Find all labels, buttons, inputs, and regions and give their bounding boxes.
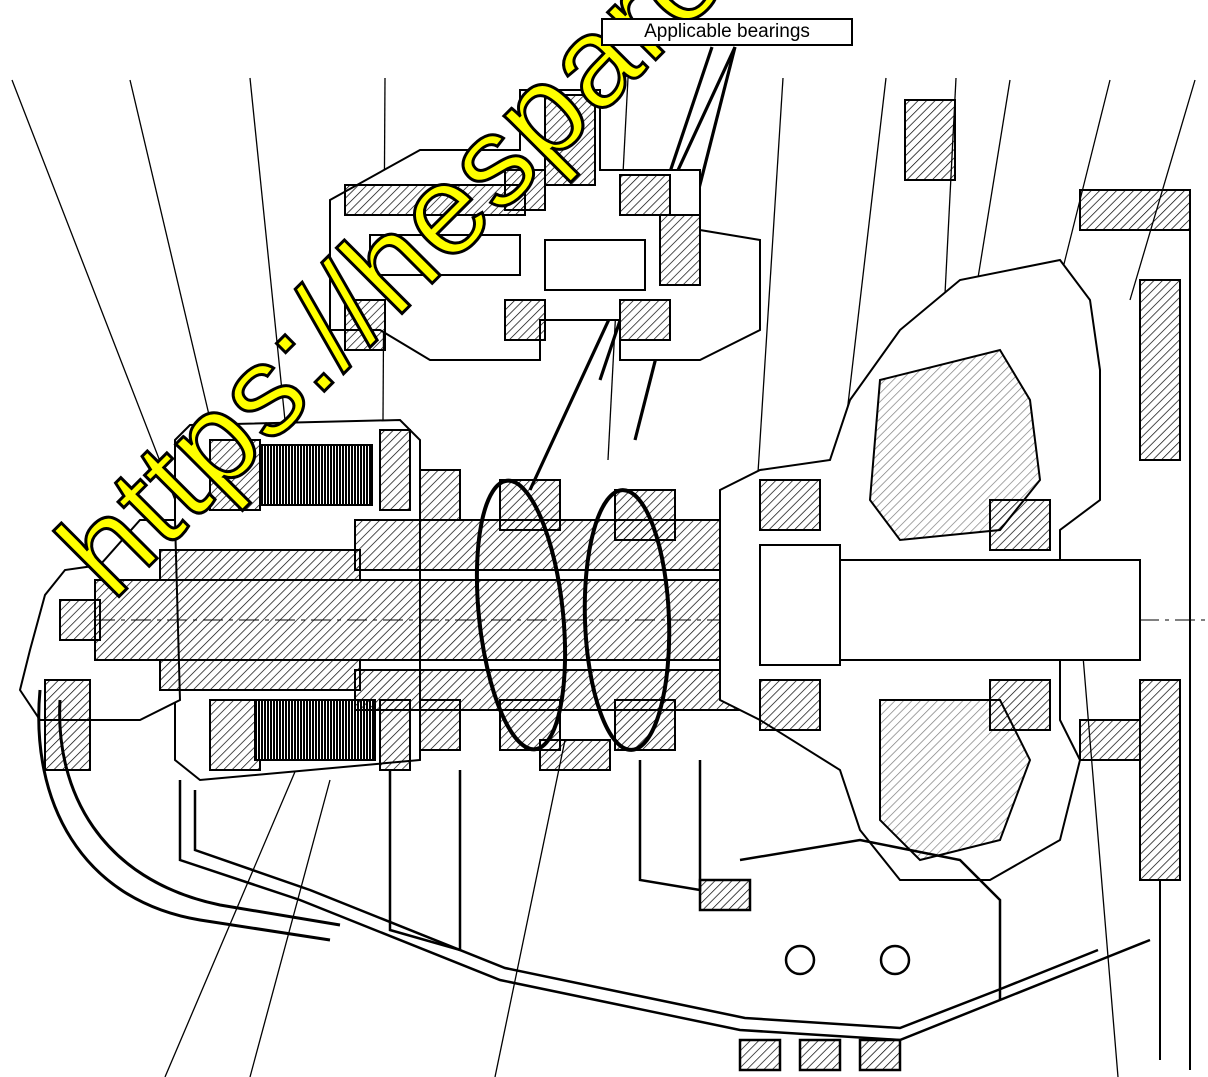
bottom-leader-lines bbox=[164, 619, 1119, 1077]
applicable-bearings-label: Applicable bearings bbox=[601, 18, 853, 46]
differential-housing bbox=[719, 258, 1141, 881]
upper-housing bbox=[329, 89, 956, 361]
bearing-blocks bbox=[419, 469, 676, 771]
bearing-callout-ellipses bbox=[474, 478, 672, 752]
main-shaft bbox=[94, 519, 1208, 711]
lower-housing bbox=[178, 760, 1151, 1072]
outer-right-case bbox=[1079, 189, 1191, 1070]
